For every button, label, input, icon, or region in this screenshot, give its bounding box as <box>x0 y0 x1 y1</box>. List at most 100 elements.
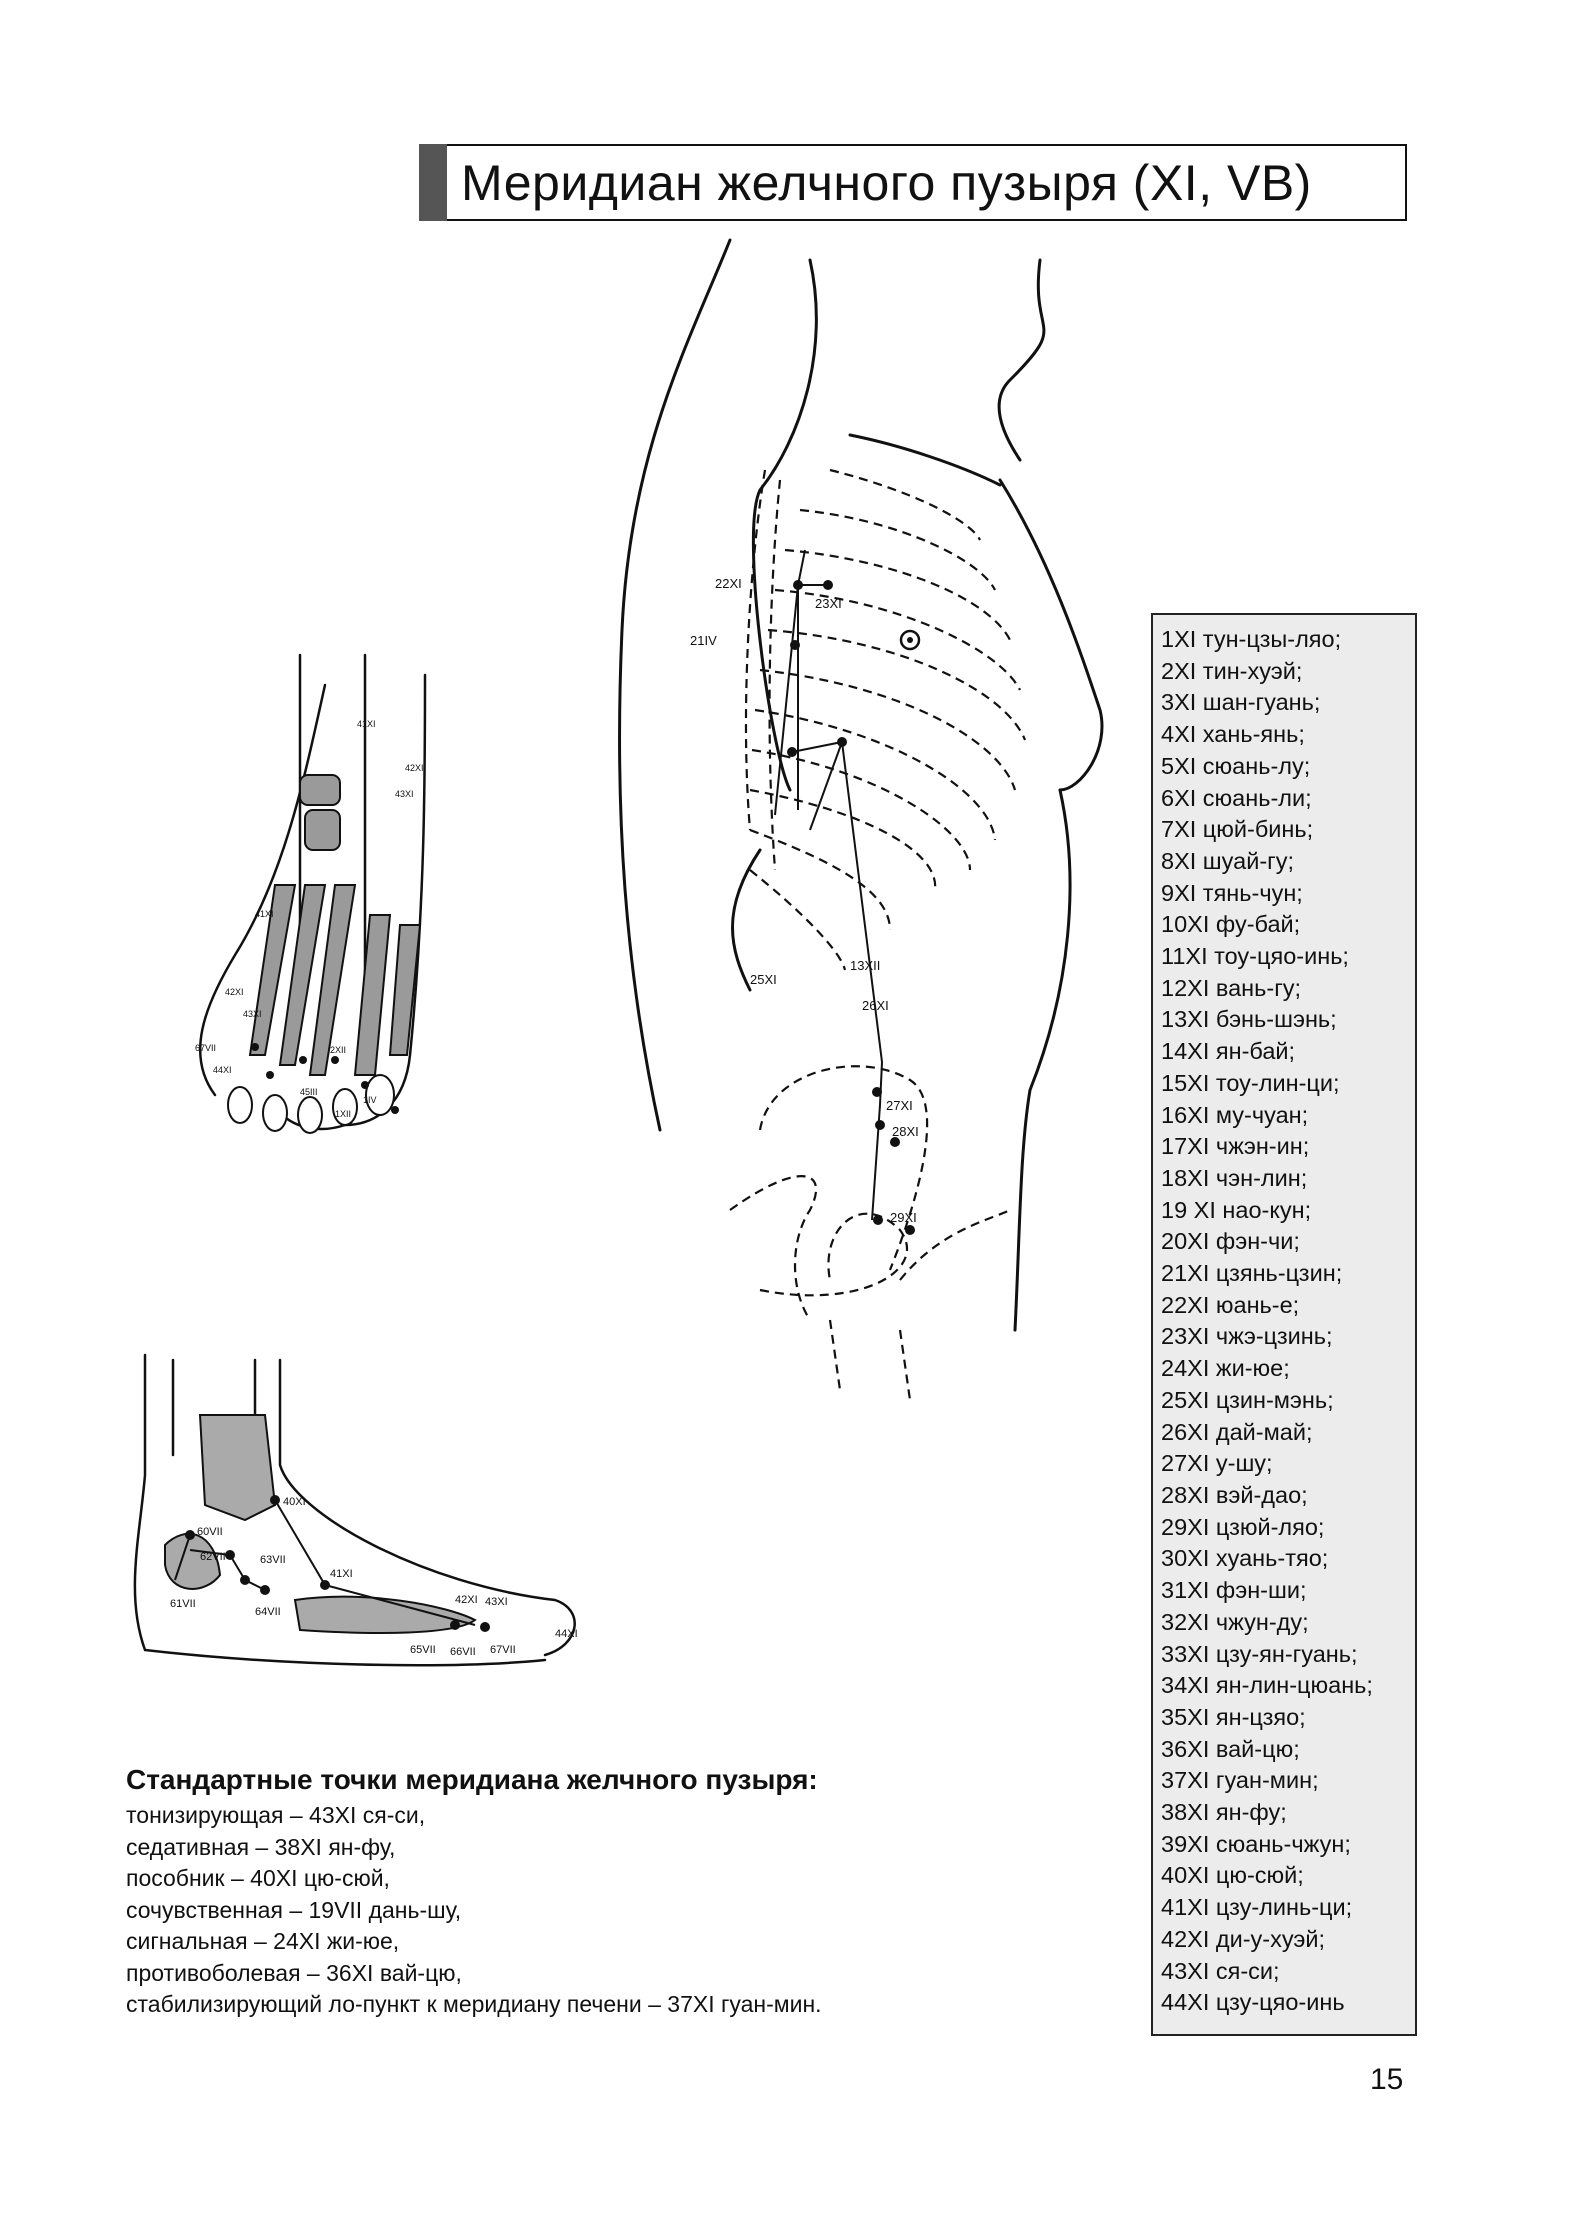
svg-text:62VII: 62VII <box>200 1551 226 1563</box>
svg-text:43XI: 43XI <box>485 1596 508 1608</box>
list-item: 26XI дай-май; <box>1161 1418 1313 1445</box>
list-item: 36XI вай-цю; <box>1161 1735 1300 1762</box>
list-item: пособник – 40XI цю-сюй, <box>126 1865 390 1891</box>
svg-text:67VII: 67VII <box>195 1043 216 1053</box>
svg-text:42XI: 42XI <box>405 763 424 773</box>
list-item: сигнальная – 24XI жи-юе, <box>126 1928 400 1954</box>
svg-text:1XII: 1XII <box>335 1109 351 1119</box>
list-item: тонизирующая – 43XI ся-си, <box>126 1802 426 1828</box>
list-item: 16XI му-чуан; <box>1161 1101 1309 1128</box>
label-28xi: 28XI <box>892 1124 919 1139</box>
list-item: 19 XI нао-кун; <box>1161 1196 1312 1223</box>
chest-outline <box>998 478 1104 792</box>
list-item: 11XI тоу-цяо-инь; <box>1161 943 1349 970</box>
list-item: 13XI бэнь-шэнь; <box>1161 1006 1337 1033</box>
list-item: 9XI тянь-чун; <box>1161 879 1303 906</box>
body-outline-back <box>618 238 732 1132</box>
list-item: 20XI фэн-чи; <box>1161 1228 1300 1255</box>
list-item: 38XI ян-фу; <box>1161 1799 1287 1826</box>
list-item: сочувственная – 19VII дань-шу, <box>126 1896 462 1923</box>
svg-text:64VII: 64VII <box>255 1606 281 1618</box>
svg-text:44XI: 44XI <box>555 1628 578 1640</box>
list-item: 27XI у-шу; <box>1161 1450 1273 1477</box>
list-item: 31XI фэн-ши; <box>1161 1577 1307 1604</box>
points-list-box: 1XI тун-цзы-ляо; 2XI тин-хуэй; 3XI шан-г… <box>1151 613 1417 2036</box>
list-item: 22XI юань-е; <box>1161 1291 1300 1318</box>
svg-text:42XI: 42XI <box>225 987 244 997</box>
list-item: 42XI ди-у-хуэй; <box>1161 1925 1325 1952</box>
label-26xi: 26XI <box>862 998 889 1013</box>
label-22xi: 22XI <box>715 576 742 591</box>
svg-text:2XII: 2XII <box>330 1045 346 1055</box>
list-item: седативная – 38XI ян-фу, <box>126 1833 396 1860</box>
label-25xi: 25XI <box>750 972 777 987</box>
list-item: 4XI хань-янь; <box>1161 721 1305 748</box>
label-27xi: 27XI <box>886 1098 913 1113</box>
list-item: 30XI хуань-тяо; <box>1161 1545 1329 1572</box>
svg-text:60VII: 60VII <box>197 1526 223 1538</box>
title-box: Меридиан желчного пузыря (XI, VB) <box>419 144 1407 221</box>
list-item: 18XI чэн-лин; <box>1161 1164 1308 1191</box>
points-list: 1XI тун-цзы-ляо; 2XI тин-хуэй; 3XI шан-г… <box>1153 615 1415 2019</box>
svg-text:43XI: 43XI <box>243 1009 262 1019</box>
svg-text:40XI: 40XI <box>283 1496 306 1508</box>
svg-text:44XI: 44XI <box>213 1065 232 1075</box>
label-29xi: 29XI <box>890 1210 917 1225</box>
list-item: 25XI цзин-мэнь; <box>1161 1386 1334 1413</box>
label-23xi: 23XI <box>815 596 842 611</box>
list-item: 17XI чжэн-ин; <box>1161 1133 1310 1160</box>
list-item: 41XI цзу-линь-ци; <box>1161 1894 1353 1921</box>
label-13xii: 13XII <box>850 958 880 973</box>
svg-text:63VII: 63VII <box>260 1554 286 1566</box>
label-21iv: 21IV <box>690 633 717 648</box>
list-item: 14XI ян-бай; <box>1161 1038 1296 1065</box>
svg-text:41XI: 41XI <box>357 719 376 729</box>
svg-text:61VII: 61VII <box>170 1598 196 1610</box>
svg-text:41XI: 41XI <box>330 1568 353 1580</box>
abdomen-outline <box>1013 788 1072 1332</box>
list-item: 3XI шан-гуань; <box>1161 689 1321 716</box>
list-item: 34XI ян-лин-цюань; <box>1161 1672 1373 1699</box>
list-item: 2XI тин-хуэй; <box>1161 657 1303 684</box>
list-item: 24XI жи-юе; <box>1161 1355 1290 1382</box>
list-item: 21XI цзянь-цзин; <box>1161 1260 1343 1287</box>
list-item: 29XI цзюй-ляо; <box>1161 1513 1325 1540</box>
list-item: 1XI тун-цзы-ляо; <box>1161 626 1342 652</box>
svg-text:67VII: 67VII <box>490 1644 516 1656</box>
svg-text:1IV: 1IV <box>363 1095 377 1105</box>
chin-outline <box>997 258 1046 462</box>
page-title: Меридиан желчного пузыря (XI, VB) <box>461 155 1312 211</box>
list-item: 23XI чжэ-цзинь; <box>1161 1323 1333 1350</box>
torso-illustration: 22XI 23XI 21IV 13XII 25XI 26XI 27XI 28XI… <box>618 238 1104 1401</box>
svg-text:41XI: 41XI <box>255 909 274 919</box>
svg-text:65VII: 65VII <box>410 1644 436 1656</box>
list-item: противоболевая – 36XI вай-цю, <box>126 1959 462 1986</box>
list-item: 44XI цзу-цяо-инь <box>1161 1989 1345 2016</box>
list-item: 39XI сюань-чжун; <box>1161 1830 1351 1857</box>
list-item: 5XI сюань-лу; <box>1161 752 1311 779</box>
back-lower <box>731 848 762 992</box>
list-item: 28XI вэй-дао; <box>1161 1481 1308 1508</box>
list-item: 6XI сюань-ли; <box>1161 784 1312 811</box>
standard-points-list: тонизирующая – 43XI ся-си, седативная – … <box>126 1800 1026 2021</box>
list-item: 32XI чжун-ду; <box>1161 1608 1309 1635</box>
list-item: 8XI шуай-гу; <box>1161 847 1295 874</box>
list-item: 43XI ся-си; <box>1161 1957 1280 1984</box>
svg-text:42XI: 42XI <box>455 1594 478 1606</box>
list-item: 37XI гуан-мин; <box>1161 1767 1319 1794</box>
list-item: 10XI фу-бай; <box>1161 911 1301 938</box>
list-item: 40XI цю-сюй; <box>1161 1862 1304 1889</box>
shoulder-line <box>751 258 818 792</box>
list-item: 15XI тоу-лин-ци; <box>1161 1069 1340 1096</box>
foot-top-illustration: 41XI 42XI 43XI 41XI 42XI 43XI 67VII 44XI… <box>195 653 427 1134</box>
standard-points-heading: Стандартные точки меридиана желчного пуз… <box>126 1764 818 1795</box>
list-item: 7XI цюй-бинь; <box>1161 816 1314 843</box>
svg-text:43XI: 43XI <box>395 789 414 799</box>
list-item: стабилизирующий ло-пункт к меридиану печ… <box>126 1991 822 2017</box>
breast-line <box>848 433 1002 487</box>
standard-points-section: Стандартные точки меридиана желчного пуз… <box>126 1762 1026 2021</box>
list-item: 35XI ян-цзяо; <box>1161 1703 1306 1730</box>
svg-text:66VII: 66VII <box>450 1646 476 1658</box>
list-item: 12XI вань-гу; <box>1161 974 1302 1001</box>
svg-text:45III: 45III <box>300 1087 318 1097</box>
